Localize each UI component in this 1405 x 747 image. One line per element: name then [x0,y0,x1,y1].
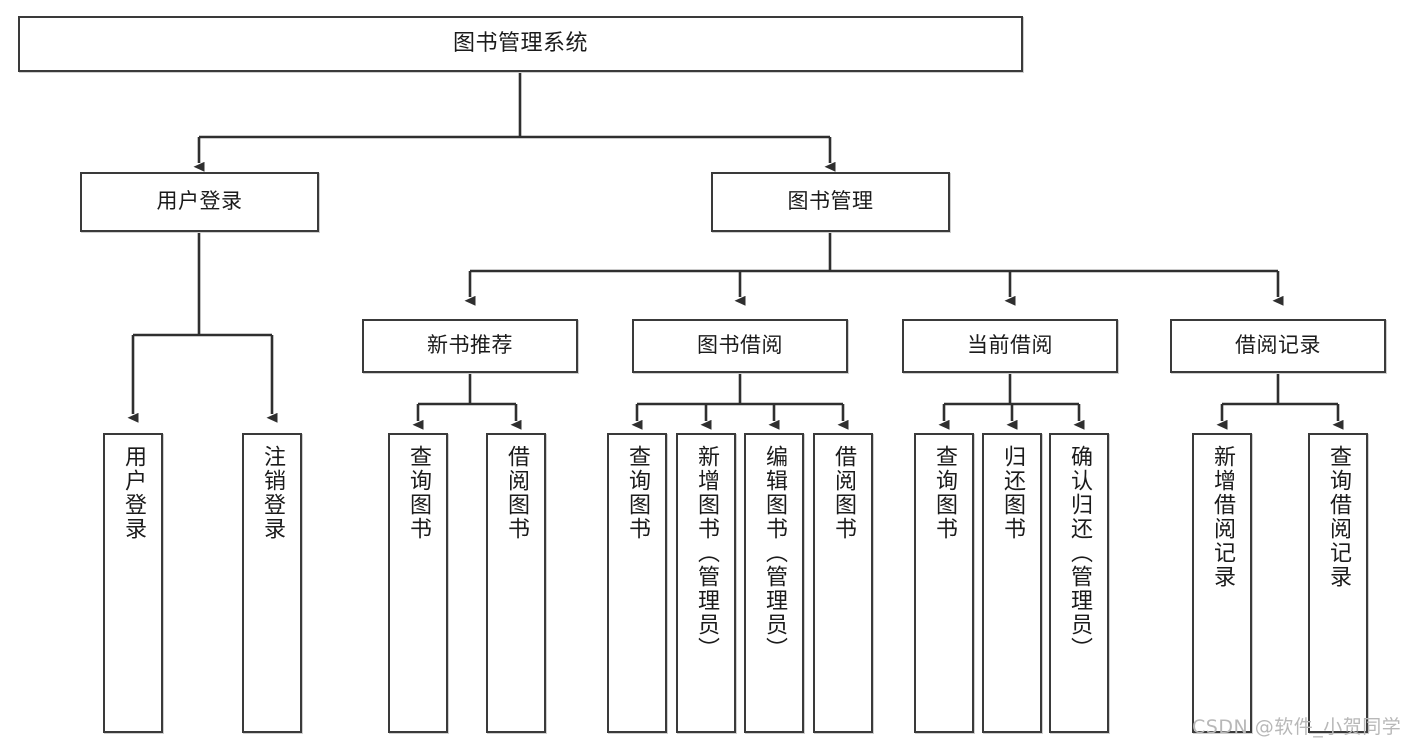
node-leaf-add-record[interactable]: 新增借阅记录 [1192,433,1252,733]
csdn-watermark: CSDN @软件_小贺同学 [1192,716,1402,738]
node-new-book-rec-label: 新书推荐 [427,333,513,358]
node-leaf-query-record[interactable]: 查询借阅记录 [1308,433,1368,733]
node-leaf-edit-book-label: 编辑图书（管理员） [762,445,787,661]
node-leaf-add-book-label: 新增图书（管理员） [694,445,719,661]
node-leaf-add-book[interactable]: 新增图书（管理员） [676,433,736,733]
node-leaf-logout-label: 注销登录 [260,445,285,541]
node-root[interactable]: 图书管理系统 [18,16,1023,72]
node-leaf-query-book-2-label: 查询图书 [625,445,650,541]
node-current-borrow-label: 当前借阅 [967,333,1053,358]
node-borrow-record-label: 借阅记录 [1235,333,1321,358]
node-leaf-user-login-label: 用户登录 [121,445,146,541]
node-leaf-query-book-3[interactable]: 查询图书 [914,433,974,733]
node-leaf-query-book-2[interactable]: 查询图书 [607,433,667,733]
node-leaf-add-record-label: 新增借阅记录 [1210,445,1235,589]
node-leaf-return-book-label: 归还图书 [1000,445,1025,541]
node-leaf-query-book-1[interactable]: 查询图书 [388,433,448,733]
node-book-borrow-label: 图书借阅 [697,333,783,358]
node-leaf-return-book[interactable]: 归还图书 [982,433,1042,733]
node-root-label: 图书管理系统 [452,30,588,56]
node-leaf-confirm-return-label: 确认归还（管理员） [1067,445,1092,661]
node-leaf-borrow-book-2-label: 借阅图书 [831,445,856,541]
node-current-borrow[interactable]: 当前借阅 [902,319,1118,373]
node-book-manage-label: 图书管理 [787,189,874,214]
node-leaf-query-record-label: 查询借阅记录 [1326,445,1351,589]
node-new-book-rec[interactable]: 新书推荐 [362,319,578,373]
node-leaf-edit-book[interactable]: 编辑图书（管理员） [744,433,804,733]
node-book-borrow[interactable]: 图书借阅 [632,319,848,373]
node-leaf-user-login[interactable]: 用户登录 [103,433,163,733]
node-leaf-query-book-3-label: 查询图书 [932,445,957,541]
node-leaf-borrow-book-1-label: 借阅图书 [504,445,529,541]
node-borrow-record[interactable]: 借阅记录 [1170,319,1386,373]
node-user-login[interactable]: 用户登录 [80,172,319,232]
node-user-login-label: 用户登录 [156,189,243,214]
node-leaf-confirm-return[interactable]: 确认归还（管理员） [1049,433,1109,733]
node-leaf-borrow-book-2[interactable]: 借阅图书 [813,433,873,733]
node-leaf-borrow-book-1[interactable]: 借阅图书 [486,433,546,733]
node-leaf-query-book-1-label: 查询图书 [406,445,431,541]
node-book-manage[interactable]: 图书管理 [711,172,950,232]
node-leaf-logout[interactable]: 注销登录 [242,433,302,733]
